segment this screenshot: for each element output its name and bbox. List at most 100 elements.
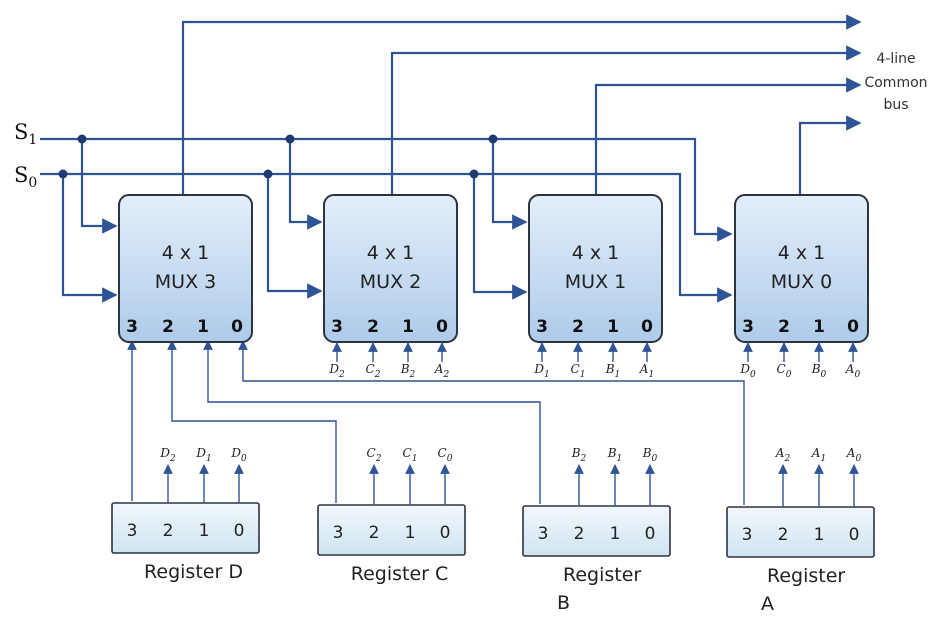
register-port-2: 2 [574,524,585,544]
wire-regC-bit3 [167,340,337,503]
wire-regA-bit3 [238,340,745,505]
register-output-label: D0 [230,446,247,464]
mux-port-2: 2 [778,317,790,337]
register-output-label: C1 [403,446,418,464]
register-port-3: 3 [127,521,138,541]
mux3-output-line [181,14,862,195]
mux-port-3: 3 [331,317,343,337]
mux-name-label: MUX 0 [771,271,832,293]
mux-port-1: 1 [607,317,619,337]
junction-dot [77,134,87,144]
register-box [726,506,875,558]
register-label: Register [767,565,845,587]
mux-input-label: D0 [739,362,756,380]
bus-output-lines [181,14,862,195]
register-port-1: 1 [405,523,416,543]
register-port-0: 0 [645,524,656,544]
mux-box [734,194,869,343]
mux-port-0: 0 [847,317,859,337]
mux-port-2: 2 [572,317,584,337]
mux-input-label: B2 [400,362,416,380]
s0-line [40,172,733,303]
register-output-label: D1 [195,446,211,464]
mux-input-label: A2 [434,362,450,380]
mux-type-label: 4 x 1 [367,242,415,264]
register-output-label: A1 [811,446,826,464]
register-box [317,504,466,556]
register-output-label: C2 [367,446,382,464]
s0-tap-mux3 [61,174,118,303]
register-port-2: 2 [778,525,789,545]
mux-name-label: MUX 3 [155,271,216,293]
register-port-0: 0 [440,523,451,543]
mux-name-label: MUX 1 [565,271,626,293]
register-port-0: 0 [849,525,860,545]
mux-input-label: B1 [605,362,621,380]
select-s0-label: S0 [14,163,37,191]
mux-port-1: 1 [813,317,825,337]
register-label: Register [563,564,641,586]
register-port-3: 3 [742,525,753,545]
register-port-2: 2 [369,523,380,543]
junction-dot [58,169,68,179]
register-box [522,505,671,557]
mux-port-2: 2 [162,317,174,337]
bus-label-line-1: 4-line [876,51,915,67]
mux2-output-line [390,45,862,195]
register-output-label: B1 [607,446,623,464]
mux-type-label: 4 x 1 [572,242,620,264]
bus-label-line-3: bus [883,97,908,113]
junction-dot [263,169,273,179]
register-output-label: B2 [571,446,587,464]
mux-port-2: 2 [367,317,379,337]
register-port-2: 2 [163,521,174,541]
mux-port-3: 3 [126,317,138,337]
mux-port-1: 1 [402,317,414,337]
s1-tap-mux1 [491,139,528,230]
select-s1-label: S1 [14,120,37,148]
s1-tap-mux2 [288,139,323,230]
register-label: Register D [144,561,243,583]
junction-dot [488,134,498,144]
mux-port-0: 0 [641,317,653,337]
mux-box [528,194,663,343]
register-label: Register C [351,563,449,585]
mux-input-label: B0 [811,362,827,380]
junction-dot [285,134,295,144]
register-port-1: 1 [814,525,825,545]
mux-box [118,194,253,343]
wire-regB-bit3 [203,340,541,504]
register-port-3: 3 [538,524,549,544]
register-box [111,502,260,554]
select-lines: S1 S0 [14,120,733,303]
register-to-mux3-wires [127,340,745,505]
mux1-output-line [594,77,862,195]
mux-input-label: C0 [777,362,792,380]
mux-input-label: D1 [533,362,549,380]
junction-dot [469,169,479,179]
register-output-label: A2 [775,446,791,464]
s0-tap-mux1 [472,174,528,300]
register-port-3: 3 [333,523,344,543]
register-output-label: C0 [438,446,453,464]
mux-input-label: A1 [639,362,654,380]
mux0-output-line [798,115,862,195]
mux-port-0: 0 [231,317,243,337]
mux-type-label: 4 x 1 [778,242,826,264]
s0-tap-mux2 [266,174,323,299]
common-bus-label: 4-line Common bus [864,51,927,113]
mux-input-label: C2 [366,362,381,380]
register-port-0: 0 [234,521,245,541]
bus-label-line-2: Common [864,75,927,91]
register-output-label: A0 [846,446,862,464]
